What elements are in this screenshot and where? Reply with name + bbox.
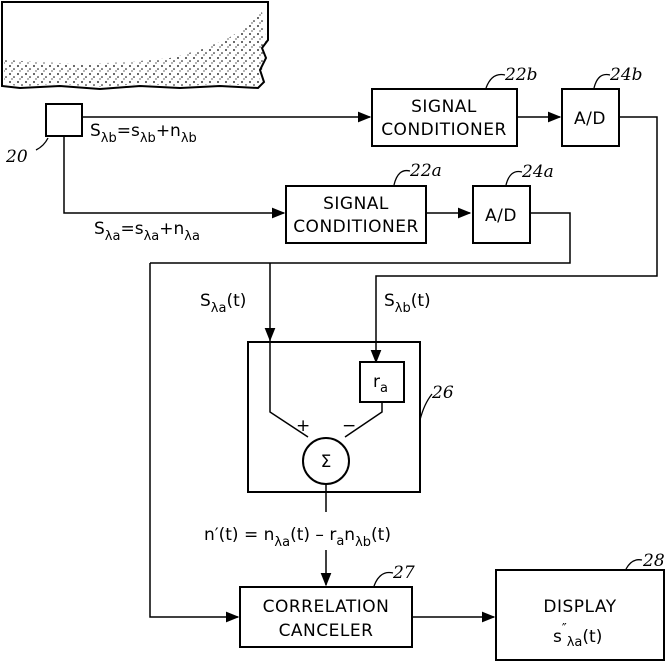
ref-label-ad-a: 24a: [521, 162, 554, 182]
signal-conditioner-a-line2: CONDITIONER: [293, 217, 419, 237]
ad-b-leader: [594, 75, 610, 88]
label-s-lambda-a-t: Sλa(t): [200, 291, 246, 316]
wire-ad-a-to-canceler: [150, 263, 238, 617]
equation-n-prime: n′(t) = nλa(t) – ranλb(t): [204, 525, 391, 550]
subtractor-leader: [420, 394, 432, 420]
signal-conditioner-b-line2: CONDITIONER: [381, 120, 507, 140]
signal-conditioner-a-line1: SIGNAL: [323, 194, 389, 214]
sigma-symbol: Σ: [321, 452, 332, 472]
label-s-lambda-b-t: Sλb(t): [384, 291, 431, 316]
cond-b-leader: [486, 75, 505, 88]
sensor-leader: [36, 138, 48, 150]
correlation-canceler-line1: CORRELATION: [263, 597, 390, 617]
equation-s-lambda-a: Sλa=sλa+nλa: [94, 219, 200, 244]
display-leader: [626, 560, 642, 569]
ref-label-subtractor: 26: [431, 383, 454, 403]
tissue-sample: [2, 2, 268, 89]
signal-conditioner-b-line1: SIGNAL: [411, 97, 477, 117]
ref-label-display: 28: [642, 551, 665, 571]
ad-converter-a-label: A/D: [485, 206, 517, 226]
ad-converter-b-label: A/D: [574, 109, 606, 129]
plus-sign: +: [296, 416, 310, 436]
correlation-canceler-line2: CANCELER: [279, 621, 374, 641]
wire-sensor-to-cond-a: [64, 136, 284, 213]
ad-a-leader: [506, 172, 522, 185]
display-label: DISPLAY: [543, 597, 616, 617]
sensor-box: [46, 104, 82, 136]
cond-a-leader: [394, 171, 410, 185]
ref-label-canceler: 27: [392, 563, 415, 583]
ref-label-ad-b: 24b: [609, 65, 643, 85]
equation-s-lambda-b: Sλb=sλb+nλb: [90, 121, 197, 146]
ref-label-cond-b: 22b: [504, 65, 538, 85]
canceler-leader: [374, 573, 393, 586]
ref-label-sensor: 20: [5, 147, 28, 167]
ref-label-cond-a: 22a: [409, 161, 442, 181]
minus-sign: −: [342, 416, 356, 436]
